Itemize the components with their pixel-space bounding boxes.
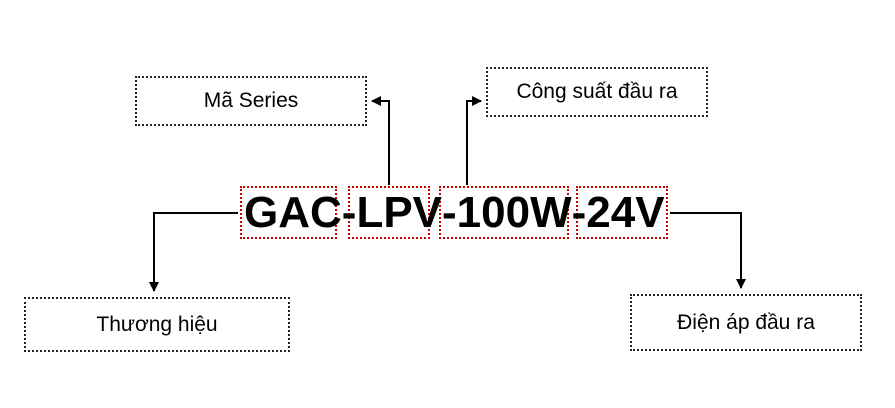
power-connector bbox=[466, 96, 482, 185]
brand-label-box: Thương hiệu bbox=[24, 297, 290, 352]
code-separator: - bbox=[442, 188, 457, 237]
series-connector bbox=[371, 96, 390, 185]
brand-segment-outline bbox=[240, 186, 337, 239]
output-voltage-label-box: Điện áp đầu ra bbox=[630, 294, 862, 351]
code-brand: GAC bbox=[244, 188, 342, 237]
voltage-segment-outline bbox=[576, 186, 668, 239]
series-code-label: Mã Series bbox=[203, 89, 299, 112]
output-voltage-label: Điện áp đầu ra bbox=[677, 310, 815, 334]
product-code: GAC-LPV-100W-24V bbox=[244, 187, 665, 239]
output-power-label: Công suất đầu ra bbox=[516, 80, 678, 103]
code-series: LPV bbox=[356, 188, 443, 237]
series-segment-outline bbox=[348, 186, 430, 239]
brand-label: Thương hiệu bbox=[96, 312, 218, 336]
series-code-label-box: Mã Series bbox=[135, 76, 367, 126]
brand-connector bbox=[149, 212, 238, 292]
code-voltage: 24V bbox=[586, 188, 665, 237]
output-power-label-box: Công suất đầu ra bbox=[486, 67, 708, 117]
code-separator: - bbox=[341, 188, 357, 237]
code-power: 100W bbox=[456, 188, 572, 237]
code-separator: - bbox=[571, 188, 587, 237]
voltage-connector bbox=[670, 212, 746, 289]
power-segment-outline bbox=[439, 186, 569, 239]
